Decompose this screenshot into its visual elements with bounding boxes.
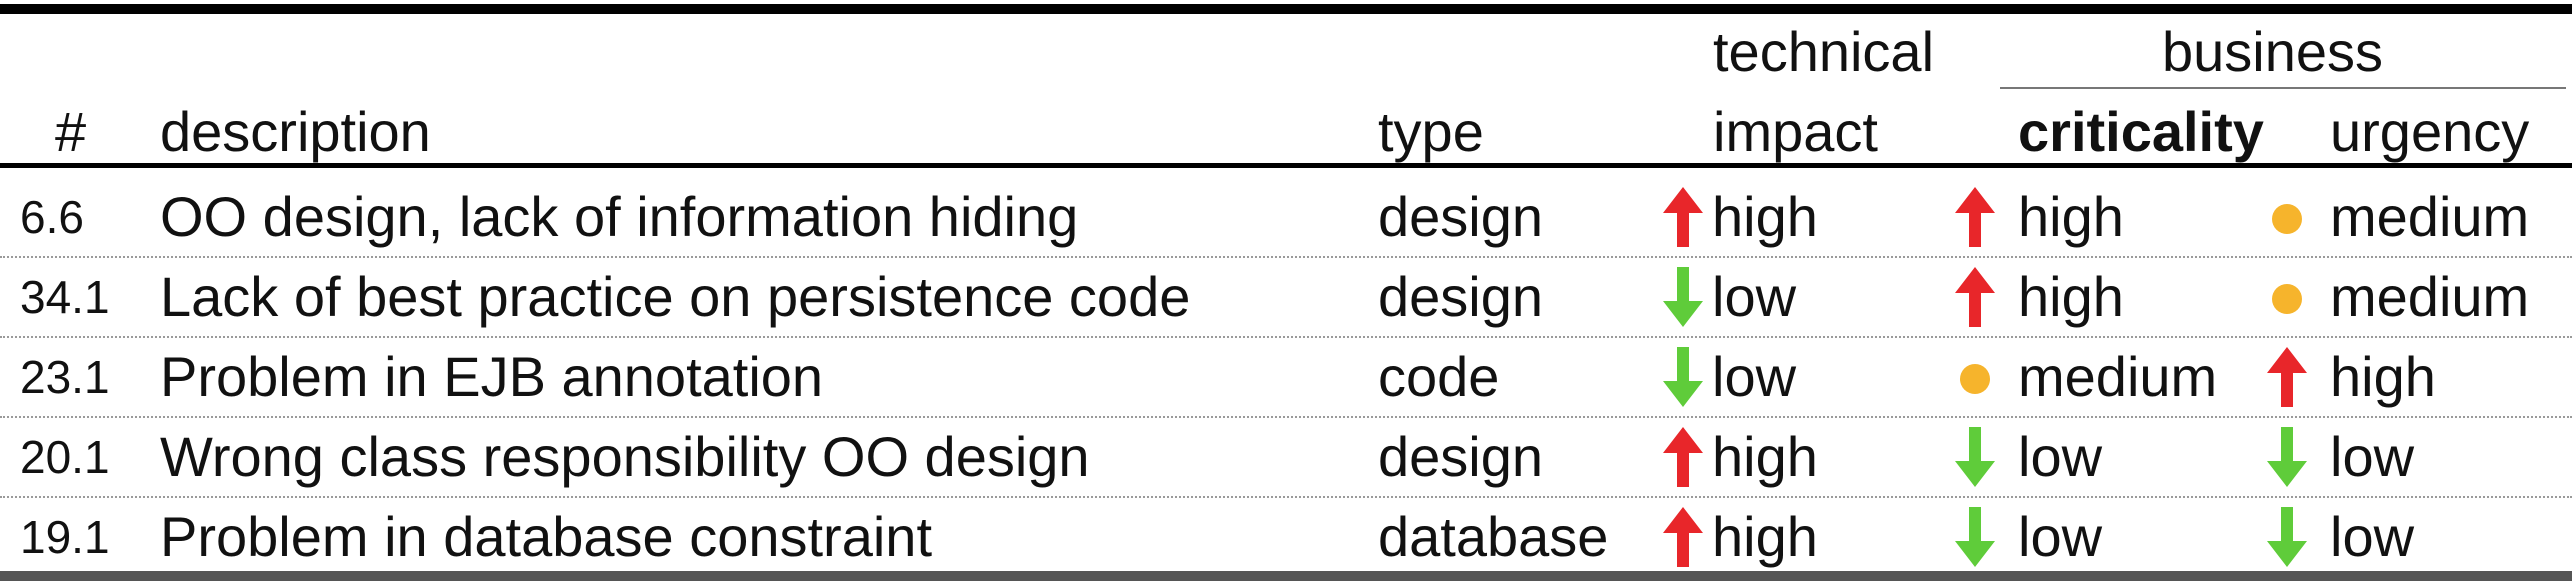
- technical-impact-arrow-up-icon: [1658, 497, 1708, 577]
- row-number: 34.1: [20, 271, 110, 323]
- header-rule: [0, 163, 2572, 168]
- header-description: description: [160, 100, 431, 163]
- row-urgency: low: [2330, 425, 2415, 488]
- urgency-dot-icon: [2262, 177, 2312, 257]
- urgency-arrow-down-icon: [2262, 417, 2312, 497]
- row-separator: [0, 496, 2572, 498]
- row-separator: [0, 256, 2572, 258]
- row-technical-impact: high: [1712, 185, 1818, 248]
- row-criticality: low: [2018, 425, 2103, 488]
- row-separator: [0, 336, 2572, 338]
- row-urgency: high: [2330, 345, 2436, 408]
- row-number: 20.1: [20, 431, 110, 483]
- row-criticality: high: [2018, 185, 2124, 248]
- table-row: 6.6 OO design, lack of information hiding…: [0, 177, 2572, 257]
- row-description: OO design, lack of information hiding: [160, 185, 1079, 248]
- criticality-dot-icon: [1950, 337, 2000, 417]
- row-type: design: [1378, 185, 1544, 248]
- criticality-arrow-up-icon: [1950, 177, 2000, 257]
- row-separator: [0, 416, 2572, 418]
- row-number: 23.1: [20, 351, 110, 403]
- row-technical-impact: high: [1712, 505, 1818, 568]
- row-urgency: low: [2330, 505, 2415, 568]
- row-type: code: [1378, 345, 1500, 408]
- table-bottom-rule: [0, 571, 2572, 581]
- header-business: business: [2162, 20, 2384, 83]
- criticality-arrow-down-icon: [1950, 497, 2000, 577]
- technical-impact-arrow-down-icon: [1658, 257, 1708, 337]
- table-top-rule: [0, 4, 2572, 14]
- criticality-arrow-down-icon: [1950, 417, 2000, 497]
- technical-impact-arrow-up-icon: [1658, 177, 1708, 257]
- header-technical-impact: impact: [1713, 100, 1878, 163]
- header-technical: technical: [1713, 20, 1935, 83]
- row-number: 6.6: [20, 191, 84, 243]
- row-criticality: medium: [2018, 345, 2218, 408]
- header-num: #: [55, 100, 87, 163]
- table-row: 23.1 Problem in EJB annotation code low medi…: [0, 337, 2572, 417]
- urgency-arrow-up-icon: [2262, 337, 2312, 417]
- criticality-arrow-up-icon: [1950, 257, 2000, 337]
- table-row: 34.1 Lack of best practice on persistence…: [0, 257, 2572, 337]
- header-urgency: urgency: [2330, 100, 2530, 163]
- technical-impact-arrow-down-icon: [1658, 337, 1708, 417]
- row-criticality: high: [2018, 265, 2124, 328]
- row-description: Wrong class responsibility OO design: [160, 425, 1090, 488]
- header-type: type: [1378, 100, 1484, 163]
- row-number: 19.1: [20, 511, 110, 563]
- business-group-rule: [2000, 87, 2566, 89]
- urgency-arrow-down-icon: [2262, 497, 2312, 577]
- row-description: Problem in database constraint: [160, 505, 932, 568]
- row-type: design: [1378, 265, 1544, 328]
- row-technical-impact: low: [1712, 345, 1797, 408]
- table-row: 19.1 Problem in database constraint databa…: [0, 497, 2572, 577]
- row-description: Problem in EJB annotation: [160, 345, 824, 408]
- urgency-dot-icon: [2262, 257, 2312, 337]
- table-row: 20.1 Wrong class responsibility OO design…: [0, 417, 2572, 497]
- row-criticality: low: [2018, 505, 2103, 568]
- technical-impact-arrow-up-icon: [1658, 417, 1708, 497]
- row-urgency: medium: [2330, 185, 2530, 248]
- row-urgency: medium: [2330, 265, 2530, 328]
- row-technical-impact: low: [1712, 265, 1797, 328]
- row-type: design: [1378, 425, 1544, 488]
- row-description: Lack of best practice on persistence cod…: [160, 265, 1191, 328]
- row-technical-impact: high: [1712, 425, 1818, 488]
- row-type: database: [1378, 505, 1609, 568]
- header-criticality: criticality: [2018, 100, 2264, 163]
